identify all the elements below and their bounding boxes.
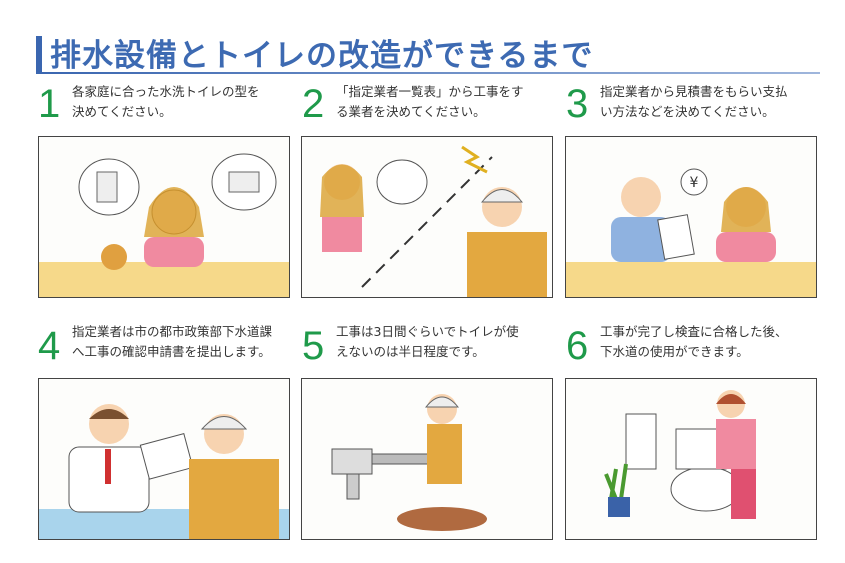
step-4-text: 指定業者は市の都市政策部下水道課へ工事の確認申請書を提出します。 — [72, 322, 302, 362]
step-1-line2: 決めてください。 — [72, 104, 172, 119]
step-5-number: 5 — [302, 324, 325, 368]
illustration-choose-toilet — [38, 136, 290, 298]
step-6-text: 工事が完了し検査に合格した後、下水道の使用ができます。 — [600, 322, 825, 362]
step-5-text: 工事は3日間ぐらいでトイレが使えないのは半日程度です。 — [336, 322, 561, 362]
step-1-text: 各家庭に合った水洗トイレの型を決めてください。 — [72, 82, 297, 122]
step-6-line2: 下水道の使用ができます。 — [600, 344, 749, 359]
illustration-submit-application — [38, 378, 290, 540]
step-6-number: 6 — [566, 324, 589, 368]
step-2-number: 2 — [302, 82, 325, 126]
step-5-line1: 工事は3日間ぐらいでトイレが使 — [336, 324, 519, 339]
step-5-line2: えないのは半日程度です。 — [336, 344, 485, 359]
step-3-text: 指定業者から見積書をもらい支払い方法などを決めてください。 — [600, 82, 825, 122]
step-6-line1: 工事が完了し検査に合格した後、 — [600, 324, 788, 339]
illustration-get-estimate: ¥ — [565, 136, 817, 298]
step-3-line2: い方法などを決めてください。 — [600, 104, 775, 119]
step-3-line1: 指定業者から見積書をもらい支払 — [600, 84, 788, 99]
step-4-number: 4 — [38, 324, 61, 368]
illustration-call-contractor — [301, 136, 553, 298]
step-2-text: 「指定業者一覧表」から工事をする業者を決めてください。 — [336, 82, 561, 122]
illustration-toilet-ready — [565, 378, 817, 540]
step-1-number: 1 — [38, 82, 61, 126]
title-underline — [36, 72, 820, 74]
step-4-line2: へ工事の確認申請書を提出します。 — [72, 344, 271, 359]
step-2-line1: 「指定業者一覧表」から工事をす — [336, 84, 524, 99]
step-4-line1: 指定業者は市の都市政策部下水道課 — [72, 324, 273, 339]
page-title: 排水設備とトイレの改造ができるまで — [50, 38, 594, 74]
step-1-line1: 各家庭に合った水洗トイレの型を — [72, 84, 260, 99]
illustration-construction-work — [301, 378, 553, 540]
step-2-line2: る業者を決めてください。 — [336, 104, 486, 119]
step-3-number: 3 — [566, 82, 589, 126]
title-accent-bar — [36, 36, 42, 72]
yen-sign: ¥ — [690, 175, 699, 191]
